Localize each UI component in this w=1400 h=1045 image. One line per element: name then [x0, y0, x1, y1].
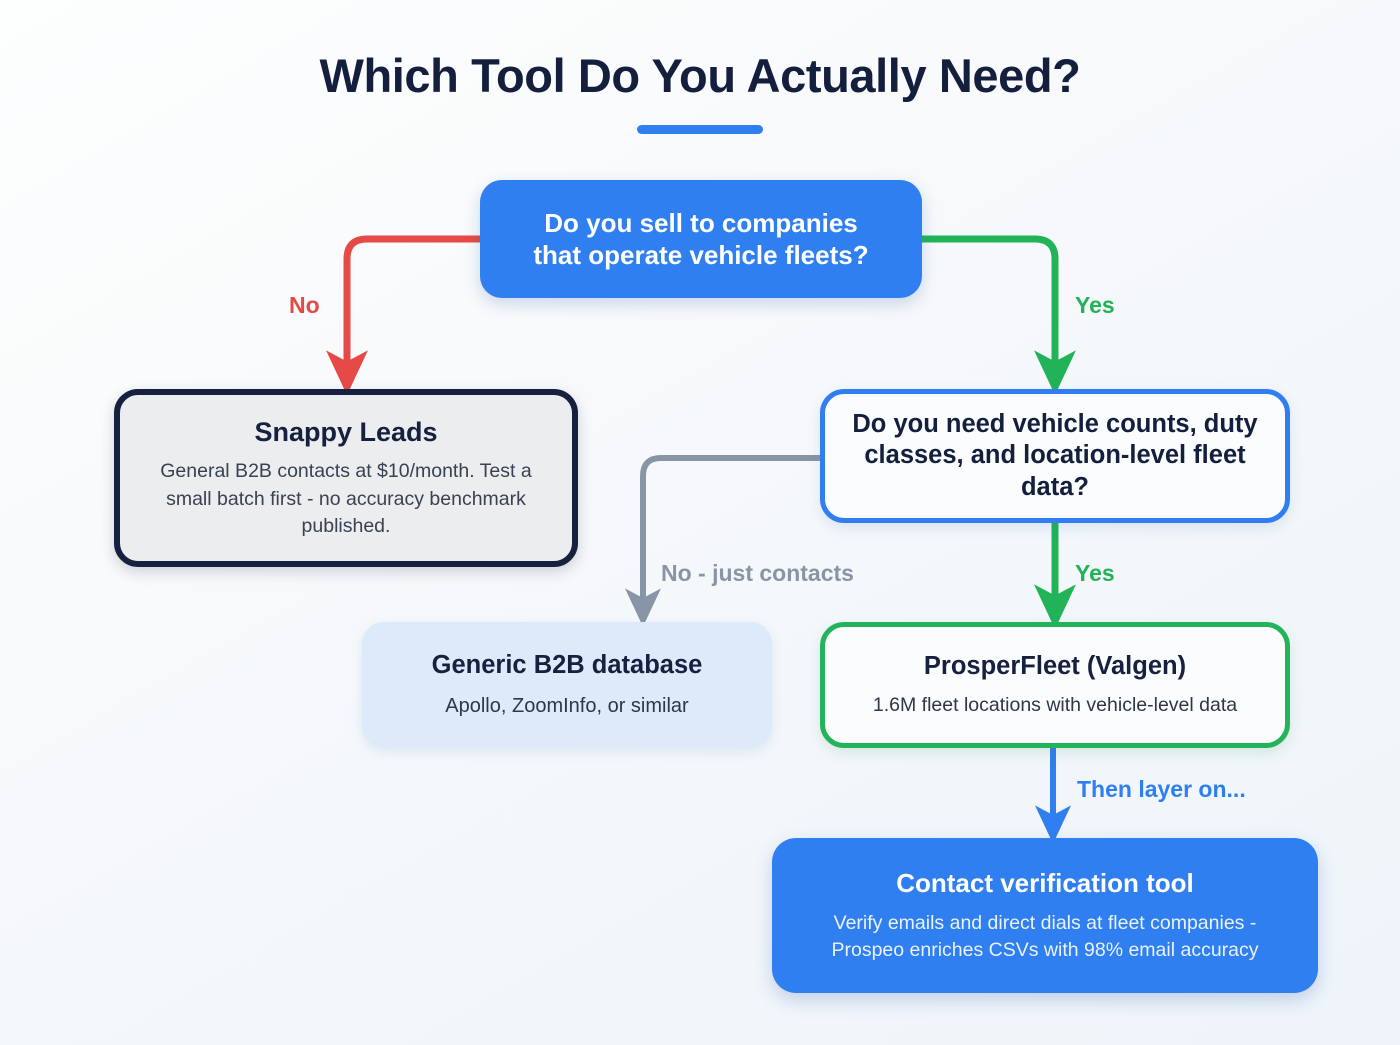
node-decision-sell-to-fleet-companies[interactable]: Do you sell to companies that operate ve…: [480, 180, 922, 298]
node-subtitle-line-1: Verify emails and direct dials at fleet …: [833, 911, 1257, 934]
node-title: Contact verification tool: [896, 867, 1194, 898]
edge-label-then-layer-on: Then layer on...: [1077, 776, 1246, 802]
node-title: Snappy Leads: [254, 416, 438, 447]
node-subtitle: General B2B contacts at $10/month. Test …: [160, 460, 532, 537]
node-outcome-generic-b2b-database[interactable]: Generic B2B database Apollo, ZoomInfo, o…: [362, 622, 772, 748]
node-subtitle: Apollo, ZoomInfo, or similar: [445, 694, 689, 717]
node-title: Do you need vehicle counts, duty classes…: [852, 409, 1258, 501]
edge-yes-1-path: [918, 235, 1076, 396]
node-title-line-2: that operate vehicle fleets?: [533, 240, 869, 270]
node-outcome-contact-verification-tool[interactable]: Contact verification tool Verify emails …: [772, 838, 1318, 993]
node-title: ProsperFleet (Valgen): [923, 652, 1187, 681]
page-title: Which Tool Do You Actually Need?: [319, 49, 1081, 102]
node-outcome-snappy-leads[interactable]: Snappy Leads General B2B contacts at $10…: [114, 389, 578, 567]
node-subtitle: 1.6M fleet locations with vehicle-level …: [872, 693, 1238, 716]
node-subtitle-line-2: Prospeo enriches CSVs with 98% email acc…: [831, 939, 1259, 962]
edge-label-no-1: No: [289, 292, 320, 318]
node-title-line-1: Do you sell to companies: [544, 207, 858, 238]
edge-label-no-just-contacts: No - just contacts: [661, 560, 854, 586]
title-underline-rule: [637, 125, 763, 134]
node-outcome-prosperfleet-valgen[interactable]: ProsperFleet (Valgen) 1.6M fleet locatio…: [820, 622, 1290, 748]
node-title: Generic B2B database: [431, 651, 703, 680]
edge-label-yes-2: Yes: [1075, 560, 1115, 586]
node-decision-need-vehicle-counts[interactable]: Do you need vehicle counts, duty classes…: [820, 389, 1290, 523]
node-subtitle: Verify emails and direct dials at fleet …: [811, 910, 1278, 965]
node-title: Do you sell to companies that operate ve…: [511, 207, 890, 271]
edge-no-1-path: [326, 235, 484, 396]
edge-label-yes-1: Yes: [1075, 292, 1115, 318]
